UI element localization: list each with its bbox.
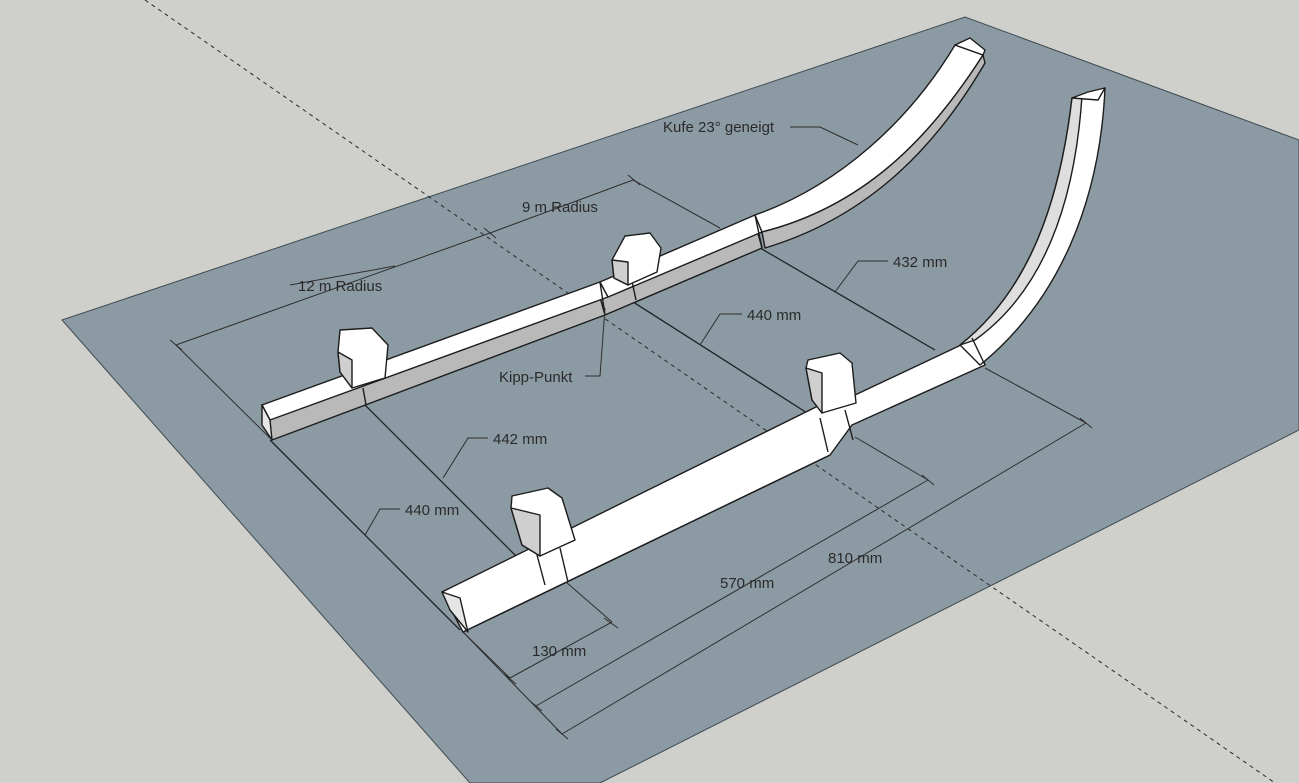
- dimension-lines: [169, 126, 1093, 740]
- label-440-lower: 440 mm: [405, 502, 459, 519]
- label-810: 810 mm: [828, 550, 882, 567]
- label-130: 130 mm: [532, 643, 586, 660]
- label-570: 570 mm: [720, 575, 774, 592]
- labels: Kufe 23° geneigt 9 m Radius 12 m Radius …: [298, 119, 947, 660]
- label-kipp: Kipp-Punkt: [499, 369, 573, 386]
- axis-dashed-line: [144, 0, 1276, 783]
- right-runner: [441, 87, 1106, 633]
- label-kufe: Kufe 23° geneigt: [663, 119, 775, 136]
- left-runner: [261, 37, 986, 441]
- label-radius-9: 9 m Radius: [522, 199, 598, 216]
- ground-plane: [61, 16, 1299, 783]
- label-440-upper: 440 mm: [747, 307, 801, 324]
- label-radius-12: 12 m Radius: [298, 278, 382, 295]
- label-432: 432 mm: [893, 254, 947, 271]
- label-442: 442 mm: [493, 431, 547, 448]
